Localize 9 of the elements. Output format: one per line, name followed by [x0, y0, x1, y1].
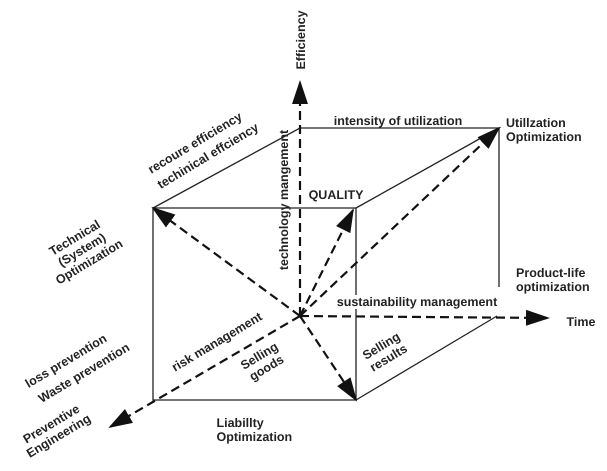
- axis-label: intensity of utilization: [334, 114, 462, 128]
- axis-label: QUALITY: [308, 188, 364, 202]
- axis-label: Utillzation Optimization: [506, 116, 583, 144]
- axis-label: technology mangement: [277, 130, 291, 270]
- axis-label: Time: [566, 315, 596, 329]
- axis-label: Product-life optimization: [516, 266, 591, 294]
- axis-label: Liabillty Optimization: [216, 416, 294, 444]
- axis-label: sustainability management: [336, 295, 498, 309]
- axis-label: Efficiency: [294, 10, 308, 70]
